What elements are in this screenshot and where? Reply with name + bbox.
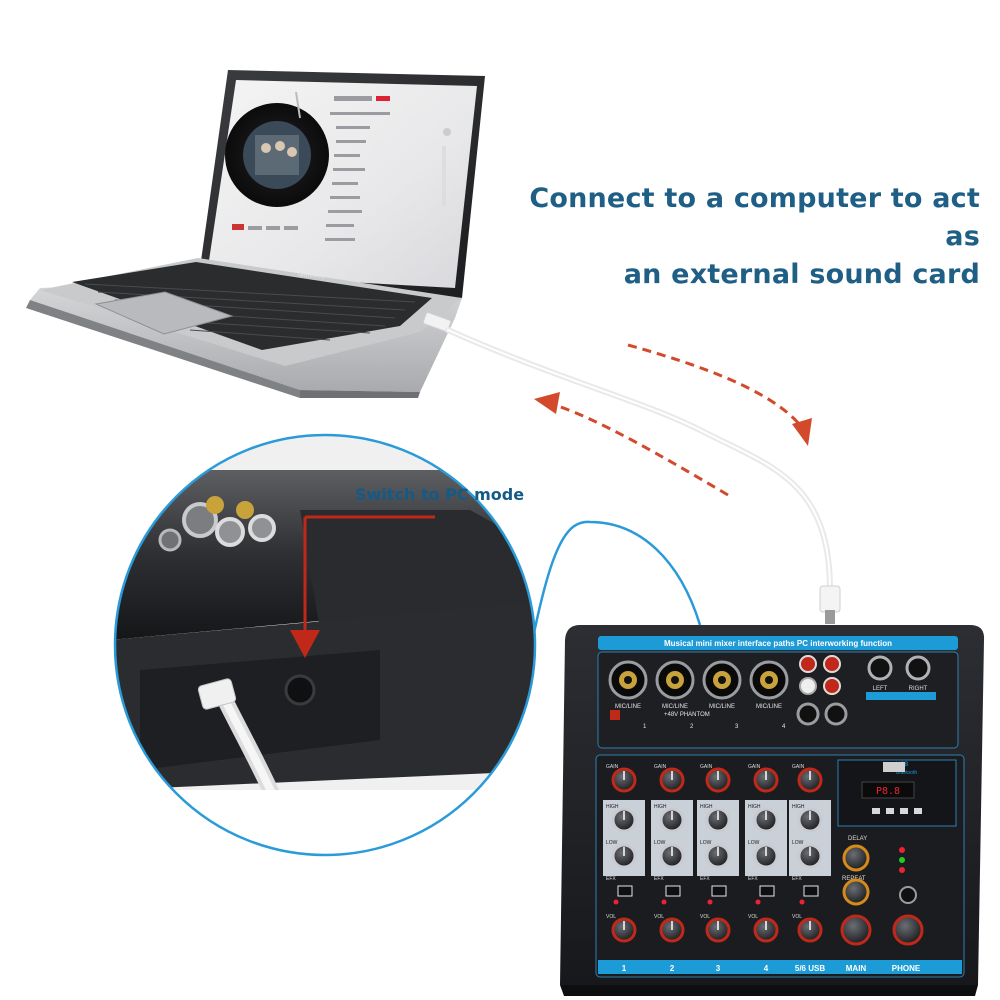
strip-label-1: 1 [622, 964, 627, 973]
efx-button [617, 885, 633, 897]
knob-label: VOL [748, 914, 758, 920]
audio-mixer: Musical mini mixer interface paths PC in… [560, 625, 985, 996]
headline-line-2: an external sound card [623, 259, 980, 290]
repeat-knob [842, 878, 870, 906]
knob-label: HIGH [700, 804, 713, 810]
knob-label: GAIN [700, 764, 713, 770]
phones-jack [899, 886, 917, 904]
song-list [232, 96, 451, 241]
usb-plug-laptop [422, 311, 452, 333]
mixer-header-bar [598, 636, 958, 650]
knob-label: HIGH [654, 804, 667, 810]
channel-number-2: 2 [690, 724, 694, 730]
main-out-right [905, 655, 931, 681]
knob-label: VOL [792, 914, 802, 920]
peak-led [755, 899, 761, 905]
input-label-4: MIC/LINE [756, 704, 782, 710]
label-right: RIGHT [909, 686, 928, 692]
knob-label: EFX [748, 876, 758, 882]
strip-label-main: MAIN [846, 964, 867, 973]
knob-label: LOW [792, 840, 804, 846]
arrow-to-computer [554, 403, 729, 497]
rca-jacks [158, 496, 276, 552]
knob-label: HIGH [748, 804, 761, 810]
mode-switch-button [284, 674, 316, 706]
channel-number-1: 1 [643, 724, 647, 730]
input-label-3: MIC/LINE [709, 704, 735, 710]
laptop-touchpad [94, 291, 234, 335]
rca-outputs [796, 655, 848, 726]
mixer-header-text: Musical mini mixer interface paths PC in… [664, 639, 892, 648]
arrow-to-mixer [627, 343, 802, 426]
strip-label-phone: PHONE [892, 964, 921, 973]
headline-line-1: Connect to a computer to act as [529, 183, 980, 252]
efx-button [803, 885, 819, 897]
laptop: Gateway [26, 70, 485, 398]
knob-label: EFX [606, 876, 616, 882]
laptop-brand: Gateway [298, 271, 327, 280]
label-left: LEFT [873, 686, 888, 692]
main-volume-knob [840, 914, 872, 946]
usb-plug-mixer [819, 585, 841, 613]
data-flow-arrows [554, 343, 802, 497]
knob-label: VOL [700, 914, 710, 920]
callout-pointer [290, 515, 435, 658]
xlr-inputs [608, 660, 789, 700]
strip-label-2: 2 [670, 964, 675, 973]
knob-label: GAIN [748, 764, 761, 770]
phantom-switch [610, 710, 620, 720]
delay-knob [842, 844, 870, 872]
knob-label: HIGH [606, 804, 619, 810]
efx-button [759, 885, 775, 897]
strip-label-5: 5/6 USB [795, 964, 825, 973]
bluetooth-label: Bluetooth [896, 770, 917, 776]
callout-label: Switch to PC mode [355, 485, 525, 504]
knob-label: LOW [700, 840, 712, 846]
phone-volume-knob [892, 914, 924, 946]
phantom-label: +48V PHANTOM [664, 712, 710, 718]
channel-strips: GAIN HIGH LOW EFX VOL GAIN HIGH LOW EFX VOL GAIN HI… [603, 764, 831, 943]
knob-label: LOW [654, 840, 666, 846]
channel-number-3: 3 [735, 724, 739, 730]
knob-label: HIGH [792, 804, 805, 810]
callout-connector [513, 520, 702, 736]
knob-label: EFX [700, 876, 710, 882]
laptop-keyboard [72, 262, 432, 350]
efx-button [665, 885, 681, 897]
knob-label: GAIN [606, 764, 619, 770]
knob-label: GAIN [792, 764, 805, 770]
knob-label: VOL [606, 914, 616, 920]
knob-label: EFX [792, 876, 802, 882]
input-label-1: MIC/LINE [615, 704, 641, 710]
strip-label-3: 3 [716, 964, 721, 973]
zoom-circle-border [113, 433, 537, 857]
peak-led [613, 899, 619, 905]
strip-label-4: 4 [764, 964, 769, 973]
knob-label: LOW [748, 840, 760, 846]
usb-port [883, 762, 905, 772]
knob-label: GAIN [654, 764, 667, 770]
arrow-head-left [534, 392, 560, 414]
input-label-2: MIC/LINE [662, 704, 688, 710]
peak-led [799, 899, 805, 905]
led-display: P8.8 [876, 786, 900, 797]
knob-label: VOL [654, 914, 664, 920]
peak-led [661, 899, 667, 905]
efx-button [711, 885, 727, 897]
delay-label: DELAY [848, 836, 867, 842]
channel-number-4: 4 [782, 724, 786, 730]
knob-label: LOW [606, 840, 618, 846]
main-out-left [867, 655, 893, 681]
peak-led [707, 899, 713, 905]
knob-label: EFX [654, 876, 664, 882]
headline: Connect to a computer to act as an exter… [520, 180, 980, 294]
arrow-head-down [792, 418, 812, 446]
